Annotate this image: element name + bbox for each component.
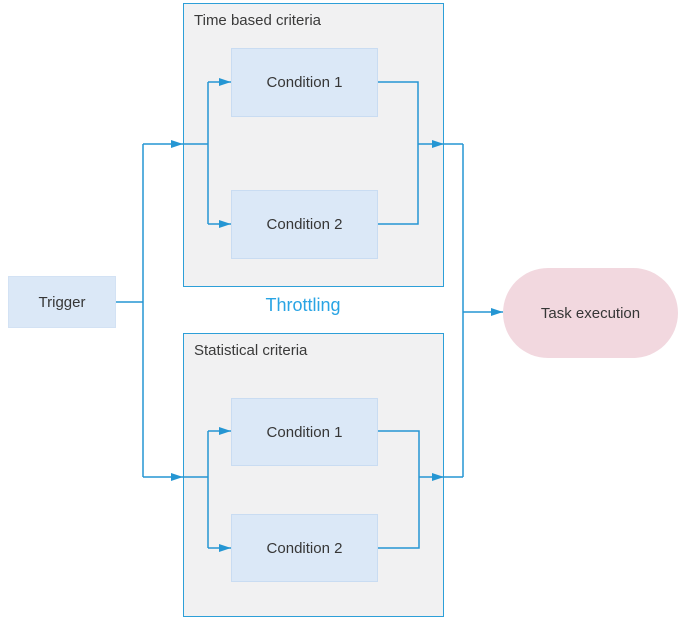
- statistical-condition-2-node: Condition 2: [231, 514, 378, 582]
- group-statistical-criteria-label: Statistical criteria: [194, 342, 308, 359]
- throttling-label: Throttling: [265, 295, 341, 315]
- statistical-condition-1-node: Condition 1: [231, 398, 378, 466]
- time-condition-1-node: Condition 1: [231, 48, 378, 117]
- group-time-based-criteria-label: Time based criteria: [194, 12, 321, 29]
- trigger-node: Trigger: [8, 276, 116, 328]
- time-condition-2-node: Condition 2: [231, 190, 378, 259]
- task-execution-node: Task execution: [503, 268, 678, 358]
